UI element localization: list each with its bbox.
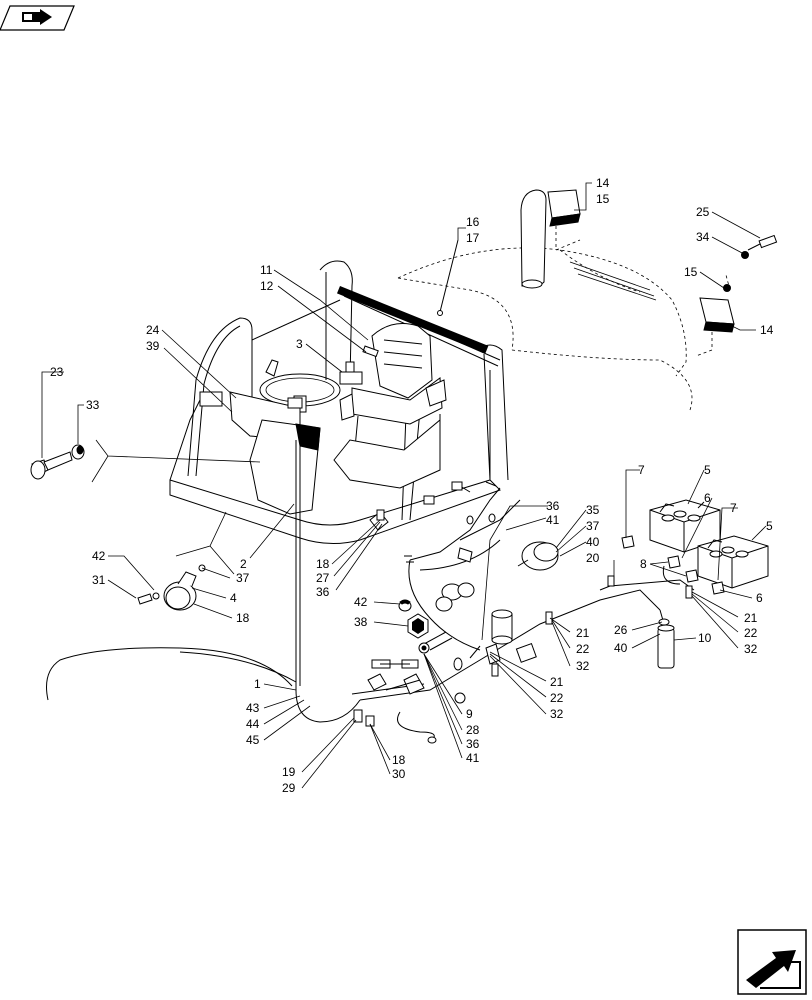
nut-15 <box>723 284 731 292</box>
callout-14-right: 14 <box>760 323 774 337</box>
callout-27: 27 <box>316 571 330 585</box>
callout-8: 8 <box>640 557 647 571</box>
lever-12 <box>362 345 379 358</box>
callout-32-low: 32 <box>550 707 564 721</box>
fuel-sender <box>657 618 675 669</box>
battery-left <box>649 499 721 553</box>
next-page-icon[interactable] <box>737 929 807 995</box>
callout-21-low: 21 <box>550 675 564 689</box>
antenna <box>437 239 459 316</box>
callout-2: 2 <box>240 557 247 571</box>
fuse-canister <box>491 609 513 645</box>
callout-21-mid: 21 <box>576 626 590 640</box>
callout-38: 38 <box>354 615 368 629</box>
callout-40-mid: 40 <box>586 535 600 549</box>
callout-18-left: 18 <box>236 611 250 625</box>
callout-19: 19 <box>282 765 296 779</box>
callout-36-low: 36 <box>466 737 480 751</box>
callout-18-low: 18 <box>392 753 406 767</box>
leader-23-bracket <box>91 439 261 483</box>
callout-22-low: 22 <box>550 691 564 705</box>
previous-page-icon[interactable] <box>0 5 75 31</box>
callout-37-left: 37 <box>236 571 250 585</box>
callout-28: 28 <box>466 723 480 737</box>
callout-22-mid: 22 <box>576 642 590 656</box>
callout-26: 26 <box>614 623 628 637</box>
callout-25: 25 <box>696 205 710 219</box>
callout-3: 3 <box>296 337 303 351</box>
callout-10: 10 <box>698 631 712 645</box>
callout-22-right: 22 <box>744 626 758 640</box>
callout-30: 30 <box>392 767 406 781</box>
hood-outline <box>397 247 693 411</box>
grommet-38 <box>407 613 429 639</box>
callout-6-left: 6 <box>704 491 711 505</box>
leader-lines <box>41 182 767 789</box>
callout-34: 34 <box>696 230 710 244</box>
callout-32-mid: 32 <box>576 659 590 673</box>
horn-35 <box>517 541 559 571</box>
callout-16: 16 <box>466 215 480 229</box>
leader-light-bracket <box>175 511 235 575</box>
wiring-harness <box>46 440 695 744</box>
callout-20: 20 <box>586 551 600 565</box>
screw-31 <box>137 592 160 605</box>
callout-12: 12 <box>260 279 274 293</box>
callout-35: 35 <box>586 503 600 517</box>
callout-15-right: 15 <box>684 265 698 279</box>
callout-23: 23 <box>50 365 64 379</box>
cab-platform <box>169 370 501 544</box>
callout-9: 9 <box>466 707 473 721</box>
dash-panel <box>229 391 321 515</box>
callout-18-cab: 18 <box>316 557 330 571</box>
callout-45: 45 <box>246 733 260 747</box>
callout-29: 29 <box>282 781 296 795</box>
callout-40-right: 40 <box>614 641 628 655</box>
ring-terminal-42 <box>398 599 412 612</box>
callout-7-left: 7 <box>638 463 645 477</box>
callout-37-mid: 37 <box>586 519 600 533</box>
bolt-23 <box>30 451 73 480</box>
callout-43: 43 <box>246 701 260 715</box>
bolt-25 <box>747 234 778 251</box>
callout-33: 33 <box>86 398 100 412</box>
callout-41-low: 41 <box>466 751 480 765</box>
callout-32-right: 32 <box>744 642 758 656</box>
callout-labels: 14 15 25 34 15 14 16 17 11 12 3 24 39 23… <box>50 176 774 795</box>
relay-cluster <box>435 582 475 612</box>
relay-block <box>515 642 537 663</box>
callout-36-cab: 36 <box>316 585 330 599</box>
operator-seat <box>333 323 447 489</box>
bracket-right <box>695 274 735 357</box>
callout-42-mid: 42 <box>354 595 368 609</box>
callout-15-top: 15 <box>596 192 610 206</box>
callout-24: 24 <box>146 323 160 337</box>
callout-5-left: 5 <box>704 463 711 477</box>
rops-frame <box>187 260 509 521</box>
callout-1: 1 <box>254 677 261 691</box>
callout-42-left: 42 <box>92 549 106 563</box>
callout-11: 11 <box>260 263 273 277</box>
callout-39: 39 <box>146 339 160 353</box>
battery-right <box>697 535 769 589</box>
panel-lights <box>199 391 303 409</box>
work-light <box>163 571 197 611</box>
exhaust-pipe <box>520 189 547 289</box>
callout-14-top: 14 <box>596 176 610 190</box>
callout-21-right: 21 <box>744 611 758 625</box>
callout-17: 17 <box>466 231 480 245</box>
callout-7-right: 7 <box>730 501 737 515</box>
callout-41-mid: 41 <box>546 513 560 527</box>
bracket-upper <box>547 189 581 251</box>
nut-33 <box>71 444 85 460</box>
callout-44: 44 <box>246 717 260 731</box>
callout-36-mid: 36 <box>546 499 560 513</box>
washer-34 <box>741 251 749 259</box>
callout-4: 4 <box>230 591 237 605</box>
callout-5-right: 5 <box>766 519 773 533</box>
callout-31: 31 <box>92 573 106 587</box>
callout-6-right: 6 <box>756 591 763 605</box>
